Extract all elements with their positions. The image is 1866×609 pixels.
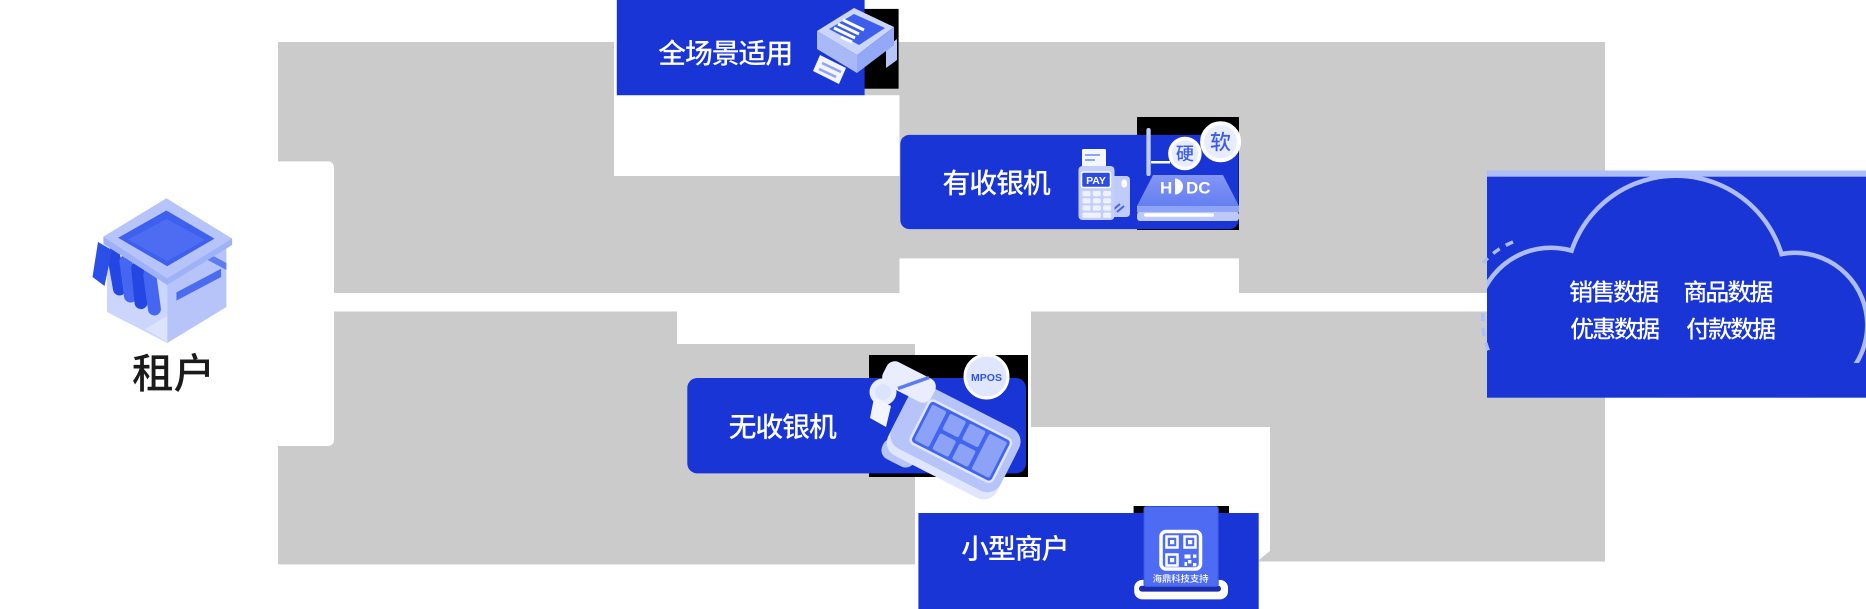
svg-text:DC: DC [1186,179,1211,198]
svg-text:PAY: PAY [1086,175,1106,187]
svg-text:MPOS: MPOS [971,372,1002,384]
svg-text:H: H [1160,179,1172,198]
